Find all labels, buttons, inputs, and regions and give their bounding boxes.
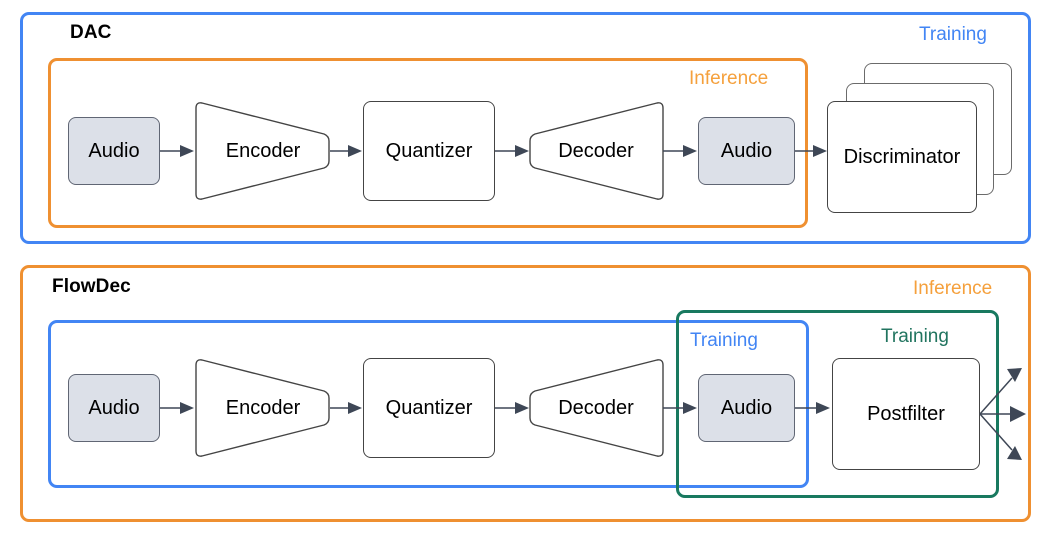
flowdec-panel-title: FlowDec — [52, 276, 131, 297]
node-label: Decoder — [558, 396, 634, 419]
node-label: Audio — [720, 396, 773, 419]
flowdec-postfilter-training-label: Training — [881, 326, 949, 347]
flowdec-codec-training-group — [48, 320, 809, 488]
node-audio-input-bottom: Audio — [68, 374, 160, 442]
node-label: Audio — [88, 396, 140, 419]
node-audio-mid-bottom: Audio — [698, 374, 795, 442]
flowdec-inference-group — [20, 265, 1031, 522]
arrow-quantizer-to-decoder-top — [495, 143, 531, 159]
node-label: Quantizer — [385, 396, 473, 419]
dac-training-group — [20, 12, 1031, 244]
postfilter-output-arrows — [978, 360, 1040, 470]
node-quantizer-top: Quantizer — [363, 101, 495, 201]
dac-panel-title: DAC — [70, 22, 112, 43]
flowdec-postfilter-training-group — [676, 310, 999, 498]
node-postfilter-bottom: Postfilter — [832, 358, 980, 470]
node-decoder-top: Decoder — [528, 101, 664, 201]
arrow-audio-to-postfilter-bottom — [795, 400, 833, 416]
arrow-audio-to-encoder-bottom — [160, 400, 196, 416]
node-label: Encoder — [225, 139, 301, 162]
flowdec-codec-training-label: Training — [690, 330, 758, 351]
dac-inference-label: Inference — [689, 68, 769, 89]
node-label: Discriminator — [843, 145, 961, 168]
node-decoder-bottom: Decoder — [528, 358, 664, 458]
node-label: Postfilter — [867, 402, 945, 425]
node-encoder-bottom: Encoder — [195, 358, 331, 458]
node-label: Encoder — [225, 396, 301, 419]
flowdec-inference-label: Inference — [913, 278, 993, 299]
arrow-quantizer-to-decoder-bottom — [495, 400, 531, 416]
dac-training-label: Training — [919, 24, 987, 45]
node-discriminator-top: Discriminator — [827, 101, 977, 213]
arrow-audio-to-encoder-top — [160, 143, 196, 159]
node-audio-input-top: Audio — [68, 117, 160, 185]
node-label: Decoder — [558, 139, 634, 162]
arrow-encoder-to-quantizer-top — [330, 143, 364, 159]
node-audio-output-top: Audio — [698, 117, 795, 185]
arrow-decoder-to-audio-top — [663, 143, 699, 159]
node-quantizer-bottom: Quantizer — [363, 358, 495, 458]
node-encoder-top: Encoder — [195, 101, 331, 201]
arrow-audio-to-discriminator-top — [795, 143, 829, 159]
arrow-decoder-to-audio-bottom — [663, 400, 699, 416]
arrow-encoder-to-quantizer-bottom — [330, 400, 364, 416]
dac-inference-group — [48, 58, 808, 228]
node-label: Quantizer — [385, 139, 473, 162]
node-label: Audio — [720, 139, 773, 162]
node-label: Audio — [88, 139, 140, 162]
